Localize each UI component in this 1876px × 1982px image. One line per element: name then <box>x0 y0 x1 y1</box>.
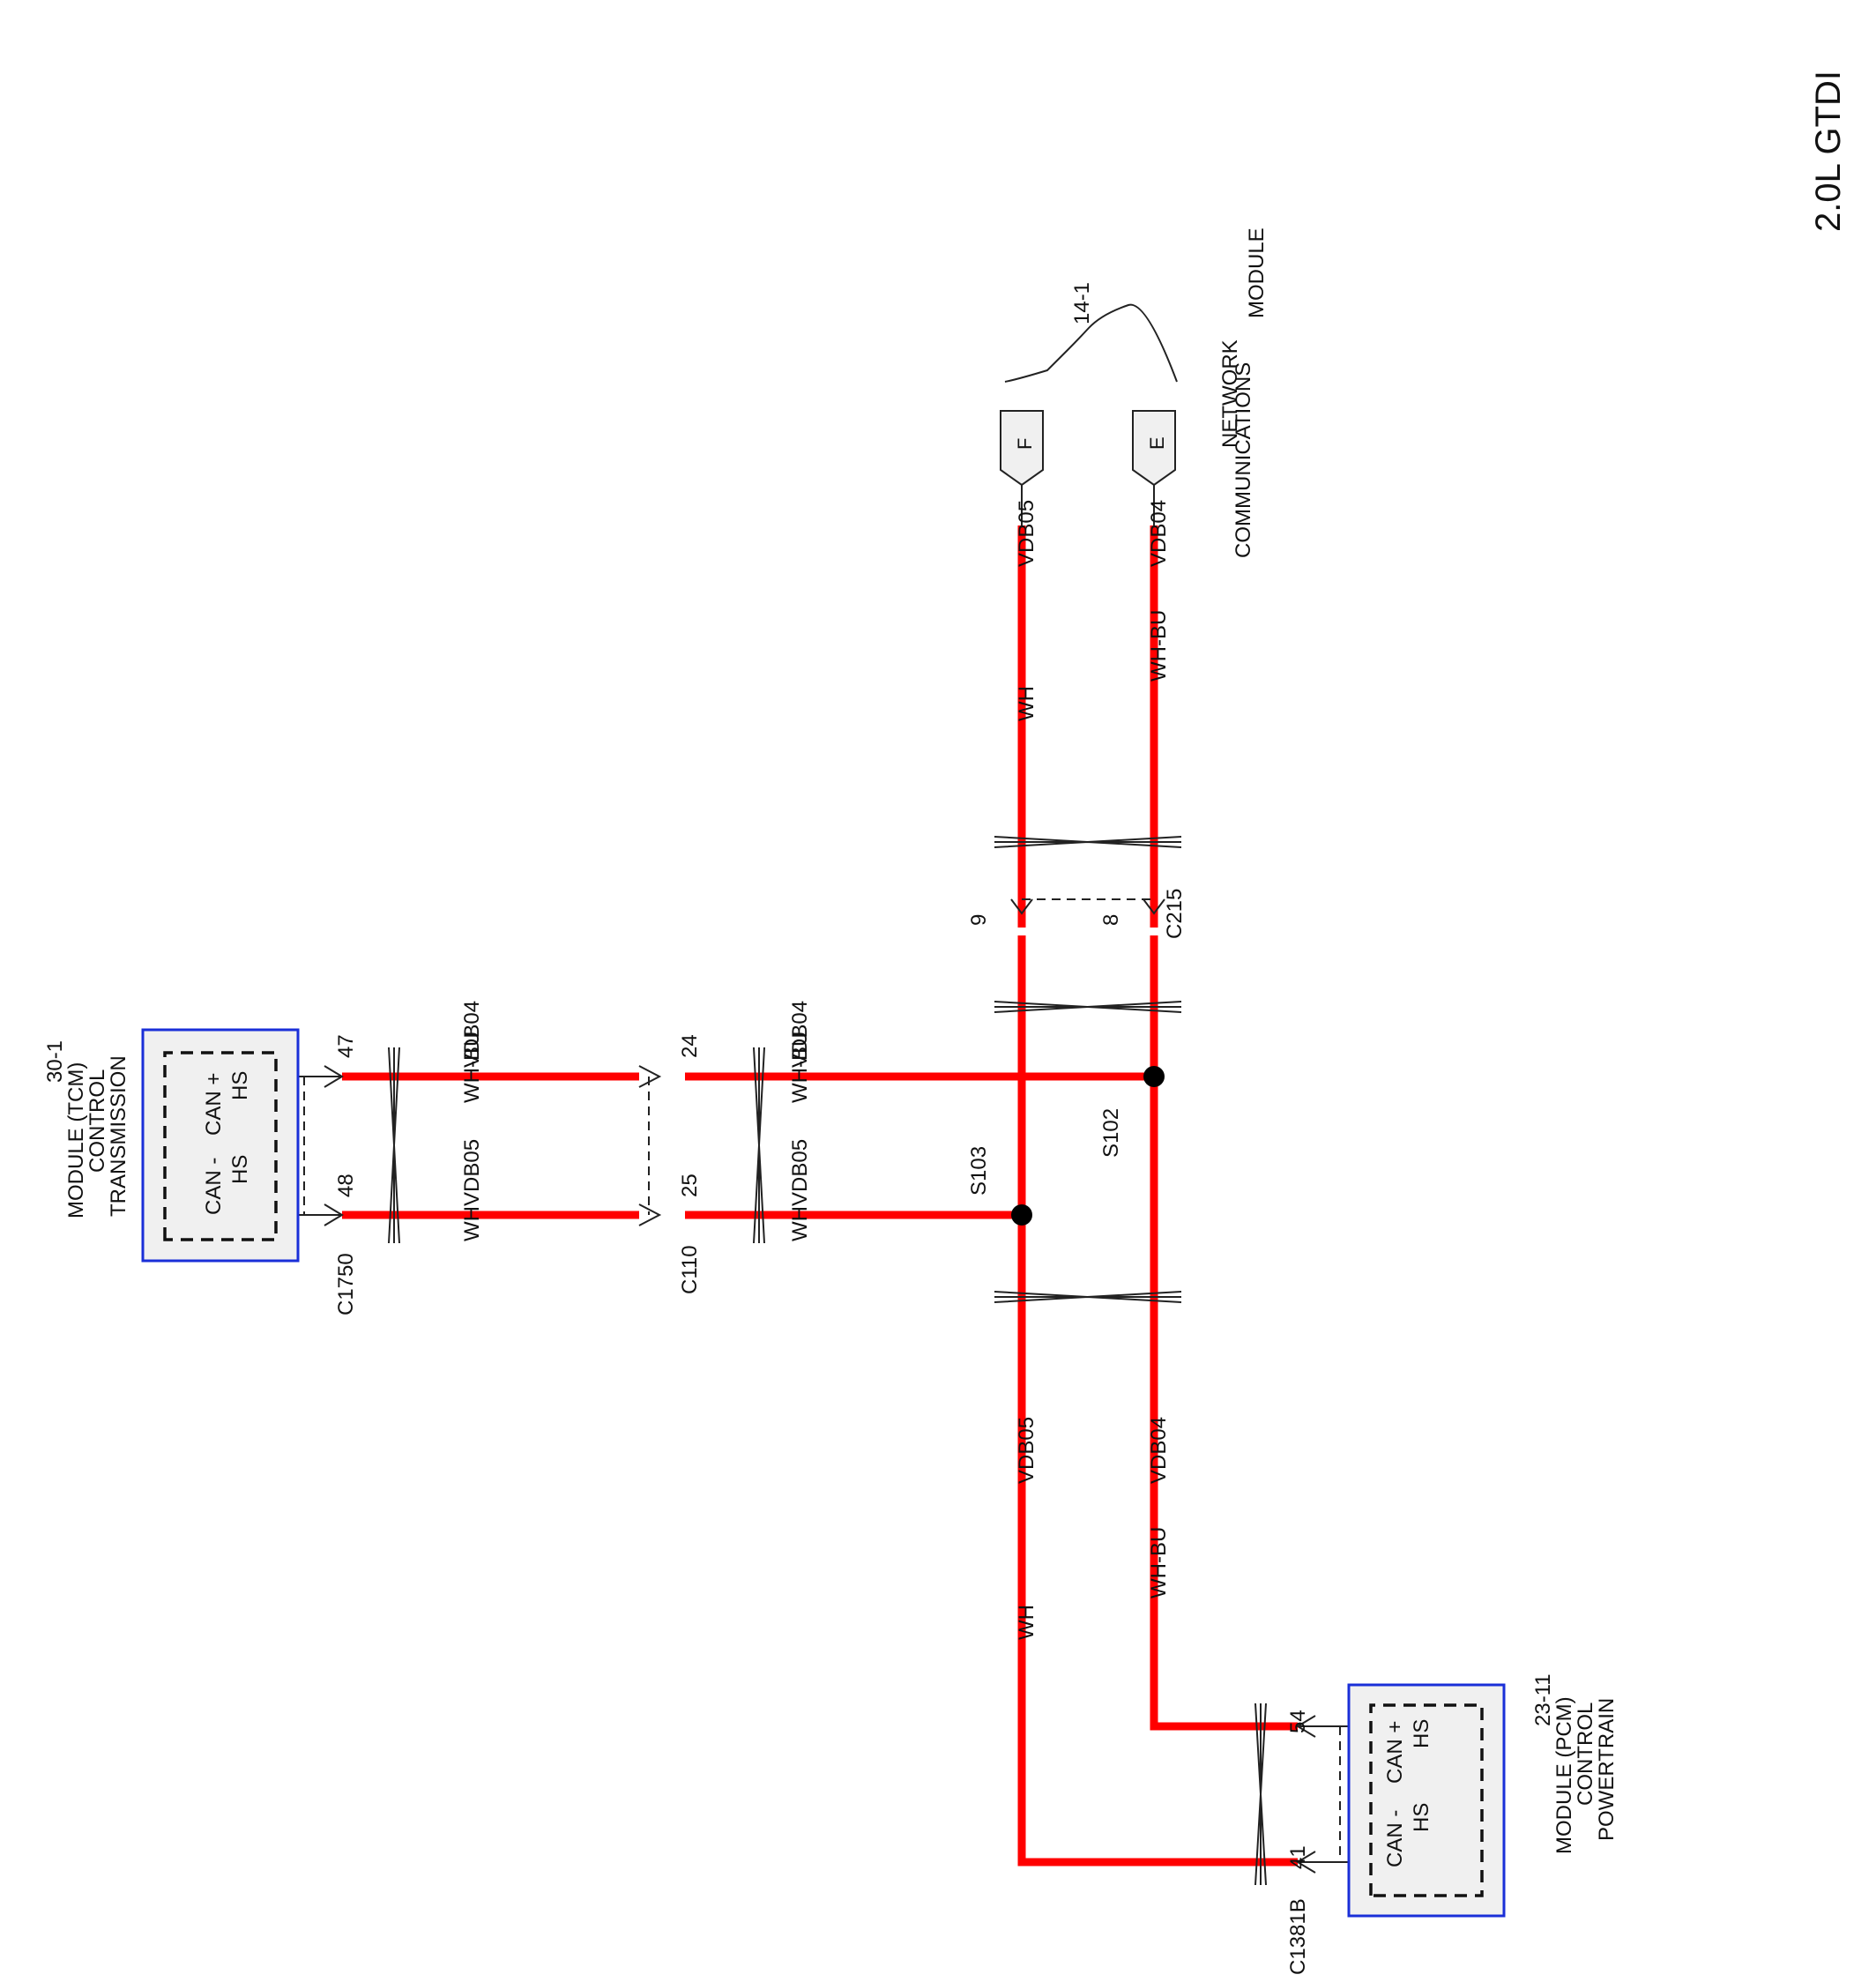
diagram-title: 2.0L GTDI <box>1809 71 1848 232</box>
c110-pin-25: 25 <box>678 1174 702 1197</box>
connector-c1381b: 54 41 C1381B <box>1286 1710 1366 1975</box>
pcm-box <box>1347 1683 1506 1918</box>
c215-label: C215 <box>1163 889 1187 939</box>
tcm-label-line-1: TRANSMISSION <box>107 1055 130 1217</box>
twist-marker-pcm <box>1254 1703 1267 1886</box>
circuit-vdb04-lower-color: WH-BU <box>1147 1527 1171 1598</box>
c110-pin-25-arrow <box>638 1203 662 1226</box>
circuit-vdb04-tcm-color-left: WH-BU <box>460 1032 484 1103</box>
c1750-label: C1750 <box>334 1253 358 1315</box>
tcm-can-minus: CAN - <box>202 1158 226 1215</box>
circuit-labels: VDB04 WH-BU VDB05 WH VDB04 WH-BU VDB05 W… <box>460 500 1171 1640</box>
twist-marker-tcm-2 <box>388 1047 400 1244</box>
network-label-line-3: NETWORK <box>1218 339 1242 448</box>
pcm-label-line-1: POWERTRAIN <box>1595 1698 1619 1841</box>
twist-marker-lower <box>994 1291 1182 1303</box>
c215-pin-8: 8 <box>1099 914 1123 926</box>
connector-f-flag <box>1000 410 1044 487</box>
pcm-can-plus: CAN + <box>1383 1721 1407 1784</box>
tcm-label-line-3: MODULE (TCM) <box>64 1062 88 1218</box>
c110-pin-24: 24 <box>678 1034 702 1058</box>
wire-vdb05-main <box>1017 525 1298 1867</box>
network-reference: MODULE COMMUNICATIONS NETWORK 14-1 E F <box>1000 227 1269 558</box>
tcm-label-line-2: CONTROL <box>86 1069 109 1173</box>
pcm-inner-box <box>1369 1703 1484 1897</box>
pcm-can-minus: CAN - <box>1383 1810 1407 1867</box>
circuit-vdb05-tcm-color-left: WH <box>460 1206 484 1241</box>
circuit-vdb05-lower-name: VDB05 <box>1015 1417 1038 1484</box>
c1381b-pin-54: 54 <box>1286 1710 1310 1733</box>
circuit-vdb05-lower-color: WH <box>1015 1605 1038 1640</box>
splices: S102 S103 <box>967 1066 1165 1226</box>
connector-c1750: 47 48 C1750 <box>278 1034 358 1315</box>
pcm-module: HS CAN + HS CAN - POWERTRAIN CONTROL MOD… <box>1347 1673 1619 1918</box>
c1750-pin-47: 47 <box>334 1034 358 1058</box>
circuit-vdb05-upper-color: WH <box>1015 686 1038 721</box>
c1381b-label: C1381B <box>1286 1898 1310 1975</box>
twist-marker-tcm-1 <box>753 1047 765 1244</box>
reference-bracket <box>1004 303 1178 383</box>
circuit-vdb05-tcm-color-right: WH <box>788 1206 812 1241</box>
connector-f-label: F <box>1014 438 1036 450</box>
c1750-pin-48: 48 <box>334 1174 358 1197</box>
tcm-module: HS CAN + HS CAN - TRANSMISSION CONTROL M… <box>43 1028 300 1263</box>
tcm-hs-plus: HS <box>228 1071 252 1100</box>
c110-label: C110 <box>678 1245 702 1294</box>
pcm-label-line-4: 23-11 <box>1531 1673 1555 1726</box>
c110-pin-24-arrow <box>638 1065 662 1088</box>
tcm-box <box>141 1028 300 1263</box>
twist-marker-top <box>994 836 1182 848</box>
splice-s102 <box>1143 1066 1165 1087</box>
network-label-line-2: COMMUNICATIONS <box>1232 362 1255 558</box>
pcm-label-line-3: MODULE (PCM) <box>1552 1696 1576 1854</box>
circuit-vdb04-upper-name: VDB04 <box>1147 500 1171 567</box>
wires <box>342 525 1298 1867</box>
c215-pin-9-arrow <box>1010 898 1033 915</box>
pcm-hs-plus: HS <box>1410 1719 1433 1748</box>
tcm-label-line-4: 30-1 <box>43 1040 67 1083</box>
circuit-vdb04-tcm-name-right: VDB04 <box>788 1001 812 1068</box>
connector-e-flag <box>1132 410 1176 487</box>
c215-pin-8-arrow <box>1143 898 1165 915</box>
pcm-label-line-2: CONTROL <box>1574 1703 1597 1806</box>
pcm-hs-minus: HS <box>1410 1803 1433 1832</box>
twist-marker-upper <box>994 1001 1182 1013</box>
splice-s103 <box>1011 1204 1032 1226</box>
network-label-line-1: MODULE <box>1245 227 1269 318</box>
circuit-vdb05-tcm-name-right: VDB05 <box>788 1139 812 1206</box>
page-reference: 14-1 <box>1070 282 1094 324</box>
connector-c215: C215 8 9 <box>967 889 1187 939</box>
c1381b-pin-41: 41 <box>1286 1845 1310 1869</box>
splice-s103-label: S103 <box>967 1146 991 1196</box>
wire-vdb04-main <box>1150 525 1298 1731</box>
circuit-vdb05-tcm-name-left: VDB05 <box>460 1139 484 1206</box>
circuit-vdb04-tcm-color-right: WH-BU <box>788 1032 812 1103</box>
circuit-vdb05-upper-name: VDB05 <box>1015 500 1038 567</box>
circuit-vdb04-upper-color: WH-BU <box>1147 610 1171 682</box>
tcm-hs-minus: HS <box>228 1155 252 1184</box>
c215-pin-9: 9 <box>967 914 991 926</box>
circuit-vdb04-tcm-name-left: VDB04 <box>460 1001 484 1068</box>
circuit-vdb04-lower-name: VDB04 <box>1147 1417 1171 1484</box>
splice-s102-label: S102 <box>1099 1108 1123 1158</box>
connector-c110: 24 25 C110 <box>638 1034 702 1294</box>
tcm-inner-box <box>163 1051 278 1241</box>
tcm-can-plus: CAN + <box>202 1073 226 1136</box>
connector-e-label: E <box>1146 436 1168 450</box>
twist-markers <box>388 836 1267 1886</box>
